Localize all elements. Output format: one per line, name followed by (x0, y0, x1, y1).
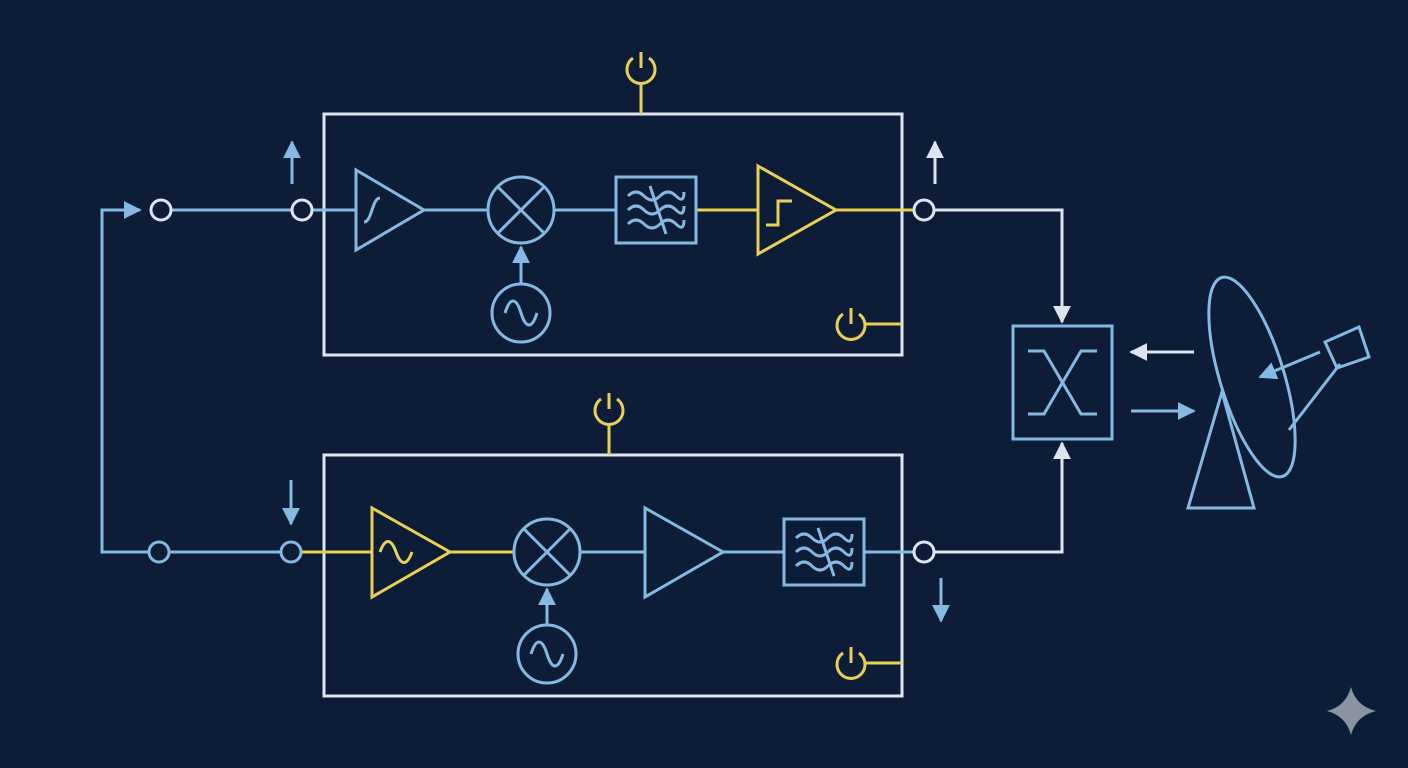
bandpass-filter-icon (782, 517, 866, 587)
transmit-wires (172, 208, 1071, 324)
receive-wires (170, 441, 1071, 554)
receive-enclosure (322, 453, 904, 698)
receive-input-node-2 (279, 540, 303, 564)
switch-x-icon (1011, 324, 1114, 441)
power-icon (593, 393, 625, 455)
power-icon (835, 647, 902, 680)
power-icon (625, 52, 657, 114)
comparator-amplifier-icon (756, 163, 840, 257)
receive-output-node (912, 540, 936, 564)
amplifier-icon (643, 505, 727, 600)
bandpass-filter-icon (614, 175, 698, 245)
transmit-enclosure (322, 112, 904, 357)
sine-amplifier-icon (370, 505, 454, 600)
mixer-icon (512, 517, 582, 587)
transmit-chain (149, 52, 1071, 357)
power-icon (835, 308, 902, 341)
limiter-amplifier-icon (354, 167, 427, 253)
sine-oscillator-icon (490, 282, 552, 344)
dish-antenna-icon (1185, 275, 1371, 510)
receive-input-node-1 (147, 540, 171, 564)
mixer-icon (486, 175, 556, 245)
duplexer-antenna-arrows (1129, 343, 1196, 420)
sparkle-icon (1327, 687, 1376, 735)
transmit-input-node-1 (149, 198, 173, 222)
transmit-input-node-2 (290, 198, 314, 222)
receive-chain (147, 393, 1071, 698)
feedback-loop-wire (100, 201, 150, 554)
sine-oscillator-icon (516, 623, 578, 685)
transmit-output-node (912, 198, 936, 222)
